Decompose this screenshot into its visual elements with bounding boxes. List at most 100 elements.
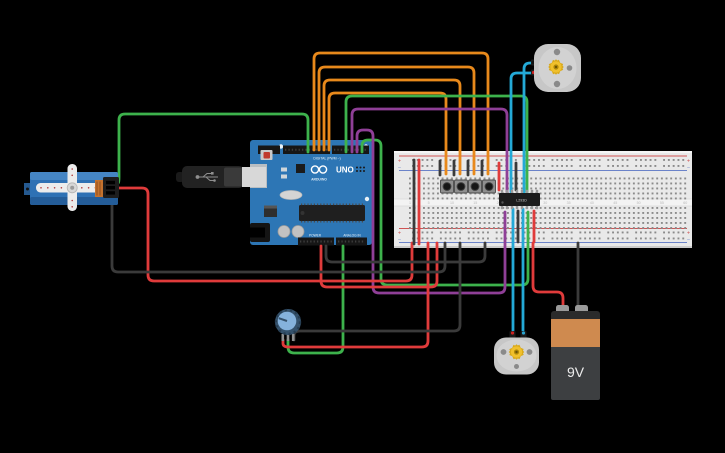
pushbuttons[interactable] [440, 178, 496, 195]
wire-black-gnd-rail[interactable] [324, 241, 487, 264]
button-cap[interactable] [485, 183, 493, 190]
dc-motor-bottom[interactable] [494, 331, 539, 375]
wire-orange-d12-button4[interactable] [312, 51, 490, 176]
led-rx [281, 174, 287, 179]
column-number: 15 [473, 201, 477, 205]
wire-red-battery[interactable] [531, 241, 565, 316]
rail-plus-label: + [687, 231, 690, 237]
motor-gear-icon [508, 344, 525, 360]
ic-pins [500, 189, 539, 210]
servo-tab-hole [26, 187, 29, 191]
connector-slot [106, 186, 115, 190]
column-number: 1 [409, 201, 411, 205]
motor-screw [514, 364, 519, 369]
header-digital-low[interactable] [332, 145, 369, 155]
motor-screw [566, 65, 573, 71]
wire-cyan-motor1-b[interactable] [509, 71, 539, 194]
motor-screw [526, 349, 533, 355]
button-cap[interactable] [443, 183, 451, 190]
arduino-uno[interactable]: DIGITAL (PWM ~) UNO ARDUINO P [250, 140, 372, 246]
rail-plus-label: + [398, 159, 401, 165]
digital-label: DIGITAL (PWM ~) [313, 157, 340, 161]
usb-metal-connector [242, 167, 266, 187]
pot-pin[interactable] [291, 334, 295, 341]
wire-orange-d11-button3[interactable] [317, 65, 476, 176]
breadboard-top-edge [394, 151, 692, 153]
column-number: 60 [683, 201, 687, 205]
battery-label: 9V [567, 364, 585, 380]
column-number: 55 [660, 201, 664, 205]
ic-notch-dot [501, 201, 504, 204]
potentiometer[interactable] [274, 308, 302, 341]
capacitor [277, 225, 291, 238]
rail-minus-label: − [687, 238, 690, 244]
button-cap[interactable] [457, 183, 465, 190]
pot-pin[interactable] [286, 334, 290, 341]
rail-minus-label: − [687, 166, 690, 172]
button-cap[interactable] [471, 183, 479, 190]
wire-green-d7-ic[interactable] [344, 94, 529, 194]
breadboard-center-gap [394, 199, 692, 206]
wire-green-d6-ic[interactable] [360, 138, 530, 287]
column-number: 10 [450, 201, 454, 205]
icsp-header[interactable] [356, 166, 365, 173]
header-aref[interactable] [258, 145, 280, 155]
ic-l293d[interactable]: L293D [499, 189, 540, 210]
pushbutton-1[interactable] [440, 178, 454, 195]
ic-body[interactable] [499, 193, 540, 206]
power-label: POWER [309, 234, 322, 238]
column-number: 40 [590, 201, 594, 205]
usb-symbol-icon [195, 172, 218, 182]
arduino-brand: ARDUINO [311, 178, 327, 182]
pushbutton-2[interactable] [454, 178, 468, 195]
wire-black-pot-gnd[interactable] [292, 241, 462, 342]
pushbutton-4[interactable] [482, 178, 496, 195]
motor-screw [553, 80, 561, 88]
rail-minus-label: − [398, 166, 401, 172]
pot-pointer [278, 317, 288, 322]
column-number: 5 [428, 201, 430, 205]
rail-minus-label: − [398, 238, 401, 244]
pushbutton-3[interactable] [468, 178, 482, 195]
wire-red-servo-power[interactable] [115, 186, 414, 283]
micro-servo[interactable] [24, 164, 119, 211]
terminal-negative [521, 331, 526, 335]
rail-plus-label: + [398, 231, 401, 237]
power-jack-opening [250, 227, 265, 238]
header-analog[interactable] [336, 237, 367, 246]
wire-red-5v-rail[interactable] [319, 241, 439, 289]
breadboard-rail-labels: ++−−++−− [398, 159, 690, 244]
pot-pin[interactable] [281, 334, 285, 341]
breadboard-bottom-edge [394, 246, 692, 248]
atmega328-chip [299, 205, 365, 221]
arduino-logo-icon [318, 165, 328, 174]
usb-plug-neck [224, 167, 244, 187]
battery-band [551, 319, 600, 347]
header-power[interactable] [298, 237, 334, 246]
voltage-regulator-tab [264, 205, 277, 209]
usb-cable[interactable] [176, 166, 266, 188]
chip-notch [300, 211, 305, 215]
wire-cyan-motor1-a[interactable] [522, 61, 539, 194]
wire-green-pot-a0[interactable] [286, 244, 345, 355]
connector-slot [106, 180, 115, 185]
wire-purple-d4-ic[interactable] [355, 128, 507, 295]
column-number: 30 [543, 201, 547, 205]
reset-button[interactable] [263, 152, 271, 159]
pot-knurl [274, 308, 302, 336]
servo-horn-screw [70, 185, 75, 190]
motor-screw [500, 349, 507, 355]
wire-orange-d10-button2[interactable] [322, 78, 462, 176]
voltage-regulator [264, 207, 277, 217]
analog-label: ANALOG IN [343, 234, 361, 238]
motor-screw [553, 48, 561, 56]
wire-red-pot-power[interactable] [281, 241, 430, 349]
ic-label: L293D [516, 199, 527, 203]
wires[interactable] [110, 51, 580, 355]
dc-motor-top[interactable] [531, 44, 581, 92]
wire-purple-d5-ic[interactable] [350, 107, 509, 194]
battery-9v[interactable]: 9V [551, 305, 600, 400]
column-number: 35 [567, 201, 571, 205]
arduino-logo-icon [310, 165, 320, 174]
capacitor [291, 225, 305, 238]
